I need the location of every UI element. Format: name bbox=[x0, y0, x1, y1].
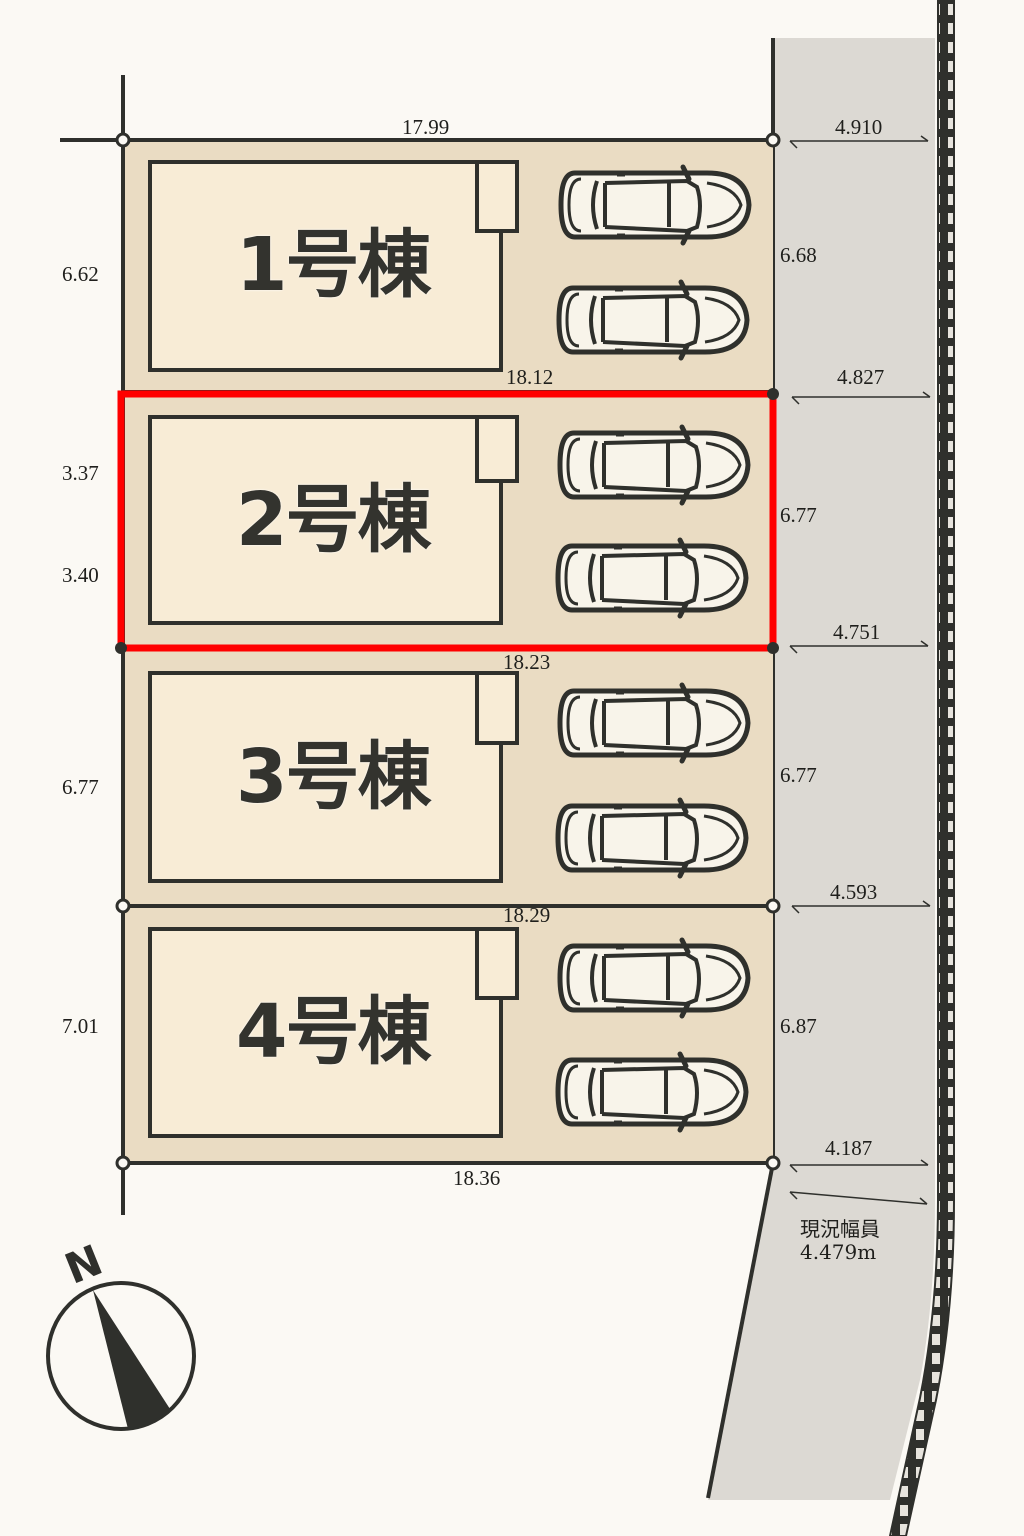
lot-3-left-depth: 6.77 bbox=[62, 775, 99, 799]
lot-3-right-depth: 6.77 bbox=[780, 763, 817, 787]
north-label: N bbox=[58, 1235, 110, 1294]
north-compass: N bbox=[46, 1235, 198, 1432]
parking-space bbox=[554, 798, 749, 878]
lot-1-top-width: 17.99 bbox=[402, 115, 450, 139]
lot-4-right-depth: 6.87 bbox=[780, 1014, 817, 1038]
lot-2-top-width: 18.12 bbox=[506, 365, 554, 389]
lot-1-road-width: 4.910 bbox=[835, 115, 883, 139]
lot-2-road-width: 4.827 bbox=[837, 365, 885, 389]
building-3-label: 3号棟 bbox=[236, 734, 431, 820]
parking-space bbox=[554, 1052, 749, 1132]
parking-space bbox=[556, 683, 751, 763]
lot-3-top-width: 18.23 bbox=[503, 650, 551, 674]
lot-2-left-depth-lower: 3.40 bbox=[62, 563, 99, 587]
lot-3-road-width: 4.751 bbox=[833, 620, 881, 644]
building-1-label: 1号棟 bbox=[236, 222, 431, 308]
parking-space bbox=[555, 280, 750, 360]
lot-4-road-width: 4.593 bbox=[830, 880, 878, 904]
road-width-bottom: 4.187 bbox=[825, 1136, 873, 1160]
parking-space bbox=[556, 425, 751, 505]
building-2-label: 2号棟 bbox=[236, 477, 431, 563]
parking-space bbox=[554, 538, 749, 618]
lot-4-bottom-width: 18.36 bbox=[453, 1166, 501, 1190]
building-4-label: 4号棟 bbox=[236, 989, 431, 1075]
parking-space bbox=[556, 938, 751, 1018]
lot-1-left-depth: 6.62 bbox=[62, 262, 99, 286]
parking-space bbox=[557, 165, 752, 245]
road-current-width-value: 4.479m bbox=[800, 1240, 877, 1264]
lot-2-right-depth: 6.77 bbox=[780, 503, 817, 527]
lot-4-top-width: 18.29 bbox=[503, 903, 551, 927]
lot-4-left-depth: 7.01 bbox=[62, 1014, 99, 1038]
road-current-width-label: 現況幅員 bbox=[800, 1217, 880, 1241]
road-current-width: 現況幅員 4.479m bbox=[800, 1218, 880, 1264]
lot-1-right-depth: 6.68 bbox=[780, 243, 817, 267]
lot-2-left-depth-upper: 3.37 bbox=[62, 461, 99, 485]
